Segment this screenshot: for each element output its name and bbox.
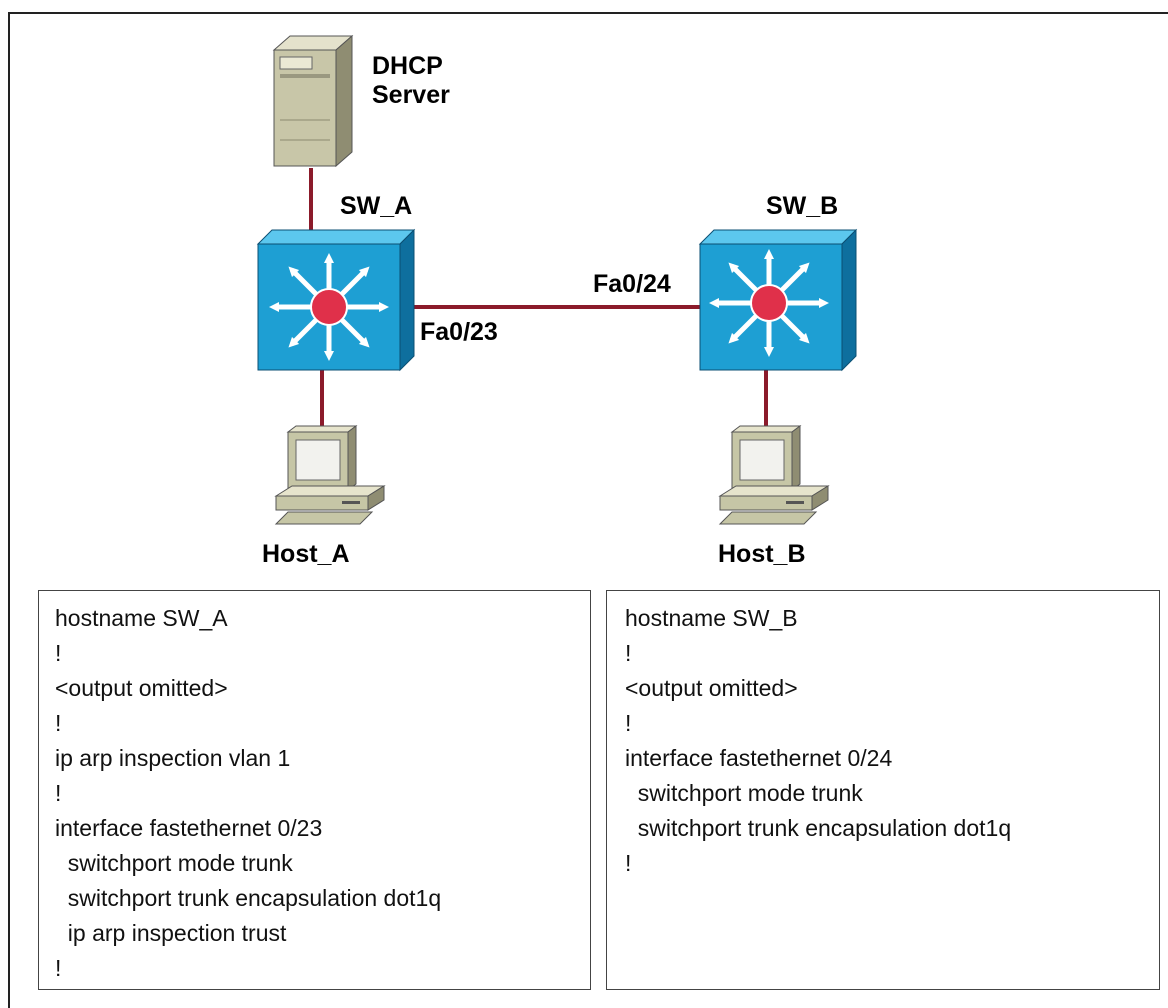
config-line: hostname SW_A (55, 605, 228, 631)
config-line: ! (55, 955, 62, 981)
host-b-icon (718, 425, 830, 525)
dhcp-server-label-line2: Server (372, 80, 450, 109)
diagram-frame (8, 12, 1168, 1008)
config-line: ! (625, 710, 632, 736)
config-line: ip arp inspection trust (55, 920, 287, 946)
config-line: ip arp inspection vlan 1 (55, 745, 291, 771)
host-a-label: Host_A (262, 540, 350, 568)
config-line: <output omitted> (55, 675, 228, 701)
config-line: ! (55, 710, 62, 736)
config-line: interface fastethernet 0/23 (55, 815, 323, 841)
sw-a-port-label: Fa0/23 (420, 318, 498, 346)
sw-b-port-label: Fa0/24 (593, 270, 671, 298)
config-line: ! (55, 640, 62, 666)
config-line: <output omitted> (625, 675, 798, 701)
config-line: switchport mode trunk (625, 780, 863, 806)
host-a-icon (274, 425, 386, 525)
network-topology (256, 34, 858, 525)
sw-a-config-panel: hostname SW_A ! <output omitted> ! ip ar… (38, 590, 591, 990)
sw-a-label: SW_A (340, 192, 413, 220)
dhcp-server-label: DHCP Server (372, 52, 450, 110)
config-line: switchport trunk encapsulation dot1q (55, 885, 442, 911)
config-line: ! (625, 640, 632, 666)
sw-b-config-panel: hostname SW_B ! <output omitted> ! inter… (606, 590, 1160, 990)
host-b-label: Host_B (718, 540, 806, 568)
config-line: interface fastethernet 0/24 (625, 745, 893, 771)
dhcp-server-label-line1: DHCP (372, 52, 443, 80)
config-line: switchport mode trunk (55, 850, 293, 876)
config-line: hostname SW_B (625, 605, 798, 631)
sw-b-label: SW_B (766, 192, 839, 220)
dhcp-server-icon (272, 34, 354, 168)
switch-sw-a-icon (256, 228, 416, 372)
switch-sw-b-icon (698, 228, 858, 372)
config-line: ! (625, 850, 632, 876)
config-line: switchport trunk encapsulation dot1q (625, 815, 1012, 841)
config-line: ! (55, 780, 62, 806)
